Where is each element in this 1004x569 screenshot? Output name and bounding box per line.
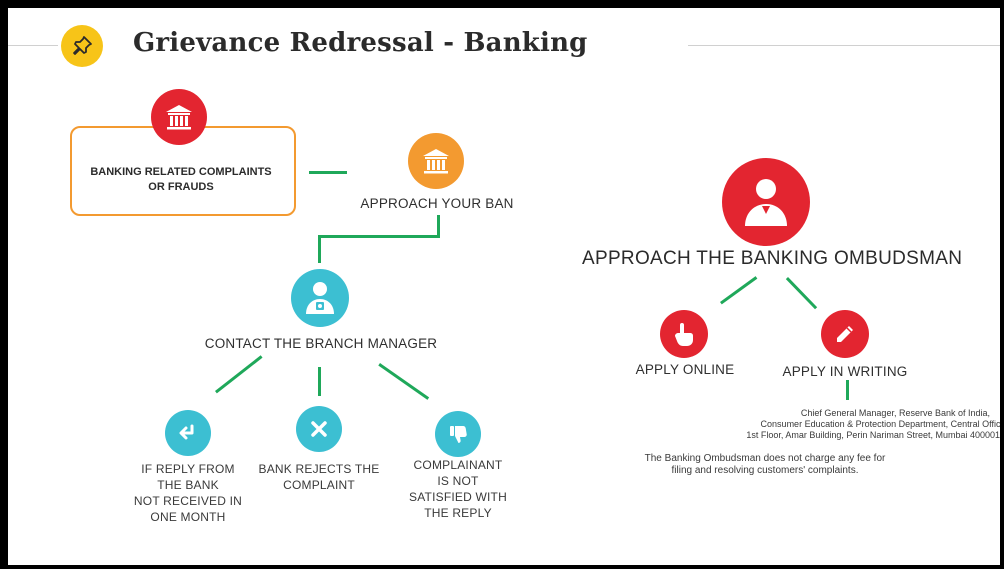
- reply-arrow-icon: [165, 410, 211, 456]
- not-satisfied-line2: IS NOT: [437, 474, 479, 488]
- connector-elbow-left: [318, 235, 321, 263]
- header-rule-right: [688, 45, 1000, 46]
- not-satisfied-line4: THE REPLY: [424, 506, 492, 520]
- apply-writing-label: APPLY IN WRITING: [782, 364, 908, 379]
- connector-complaints-approach: [309, 171, 347, 174]
- connector-elbow-horizontal: [318, 235, 440, 238]
- not-satisfied-line3: SATISFIED WITH: [409, 490, 507, 504]
- not-satisfied-line1: COMPLAINANT: [413, 458, 503, 472]
- close-x-icon: [296, 406, 342, 452]
- person-icon: [722, 158, 810, 246]
- page-title: Grievance Redressal - Banking: [133, 28, 588, 58]
- no-reply-line4: ONE MONTH: [150, 510, 226, 524]
- fee-note-line2: filing and resolving customers' complain…: [671, 465, 859, 476]
- infographic-canvas: Grievance Redressal - Banking BANKING RE…: [8, 8, 1000, 565]
- connector-writing-address: [846, 380, 849, 400]
- person-icon: [291, 269, 349, 327]
- no-reply-line2: THE BANK: [157, 478, 219, 492]
- branch-manager-label: CONTACT THE BRANCH MANAGER: [204, 336, 438, 351]
- no-reply-line3: NOT RECEIVED IN: [133, 494, 243, 508]
- address-line1: Chief General Manager, Reserve Bank of I…: [800, 408, 990, 418]
- rejects-line1: BANK REJECTS THE: [258, 462, 380, 476]
- connector-elbow-right: [437, 215, 440, 237]
- connector-manager-notsatisfied: [378, 363, 430, 400]
- pushpin-icon: [61, 25, 103, 67]
- connector-manager-noreply: [215, 355, 263, 394]
- address-line2: Consumer Education & Protection Departme…: [760, 419, 1000, 429]
- bank-icon: [151, 89, 207, 145]
- no-reply-line1: IF REPLY FROM: [141, 462, 235, 476]
- rejects-line2: COMPLAINT: [283, 478, 355, 492]
- pointer-hand-icon: [660, 310, 708, 358]
- apply-online-label: APPLY ONLINE: [635, 362, 735, 377]
- fee-note-line1: The Banking Ombudsman does not charge an…: [644, 453, 886, 464]
- header-rule-left: [8, 45, 58, 46]
- connector-manager-rejects: [318, 367, 321, 396]
- ombudsman-label: APPROACH THE BANKING OMBUDSMAN: [582, 248, 963, 269]
- bank-icon: [408, 133, 464, 189]
- connector-ombudsman-writing: [785, 277, 818, 310]
- address-line3: 1st Floor, Amar Building, Perin Nariman …: [746, 430, 1000, 440]
- pencil-icon: [821, 310, 869, 358]
- complaints-label-line1: BANKING RELATED COMPLAINTS: [90, 166, 272, 178]
- approach-bank-label: APPROACH YOUR BAN: [360, 196, 514, 211]
- complaints-label-line2: OR FRAUDS: [148, 181, 214, 193]
- thumbs-down-icon: [435, 411, 481, 457]
- connector-ombudsman-online: [720, 276, 758, 305]
